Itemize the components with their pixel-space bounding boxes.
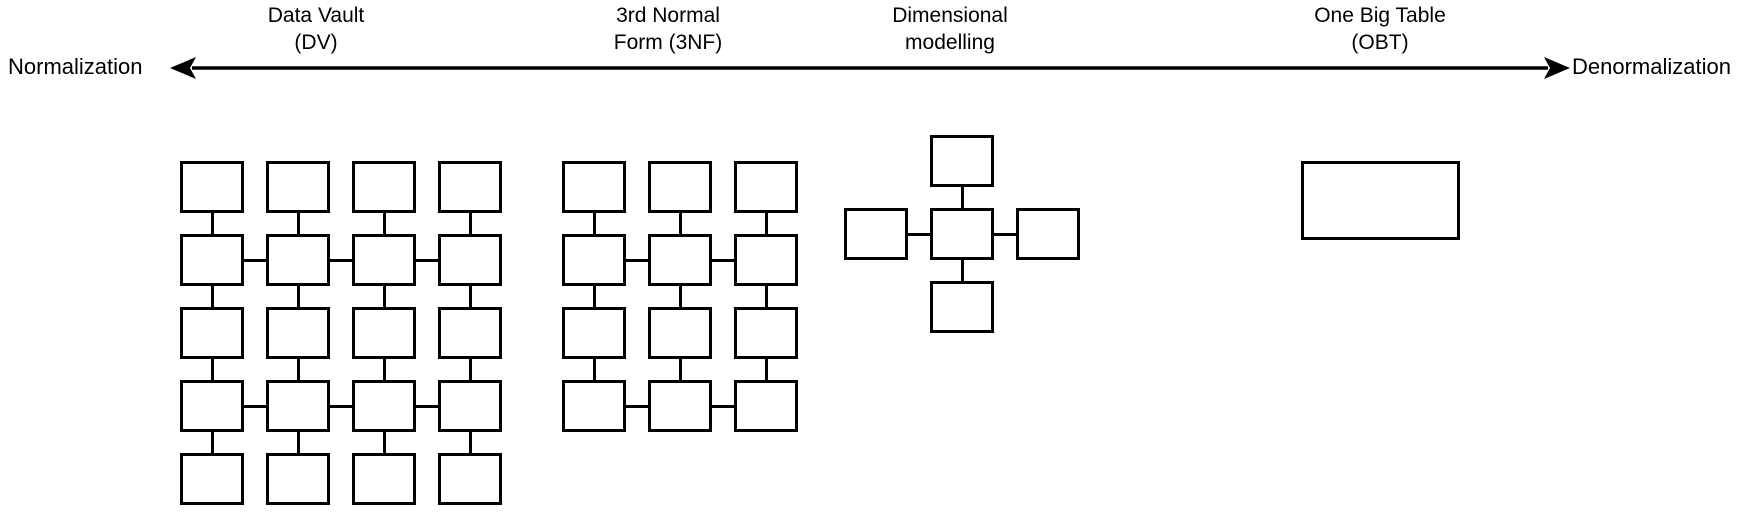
stage-label-data-vault-line2: (DV) xyxy=(294,31,338,54)
data-vault-connector-vertical-r3c4 xyxy=(468,359,472,380)
data-vault-node-r5c4 xyxy=(438,453,502,505)
third-normal-form-connector-vertical-r3c3 xyxy=(764,359,768,380)
data-vault-connector-vertical-r4c1 xyxy=(210,432,214,453)
third-normal-form-node-r1c3 xyxy=(734,161,798,213)
data-vault-node-r1c4 xyxy=(438,161,502,213)
stage-label-dimensional-modelling-line1: Dimensional xyxy=(892,4,1008,27)
third-normal-form-node-r1c2 xyxy=(648,161,712,213)
third-normal-form-node-r1c1 xyxy=(562,161,626,213)
third-normal-form-connector-horizontal-r4c2 xyxy=(712,404,734,408)
data-vault-connector-vertical-r3c1 xyxy=(210,359,214,380)
third-normal-form-node-r3c1 xyxy=(562,307,626,359)
data-vault-node-r5c1 xyxy=(180,453,244,505)
data-vault-connector-vertical-r2c1 xyxy=(210,286,214,307)
stage-label-third-normal-form-line1: 3rd Normal xyxy=(616,4,720,27)
dimensional-modelling-connector-vertical-top xyxy=(960,187,964,208)
data-vault-connector-vertical-r1c1 xyxy=(210,213,214,234)
third-normal-form-connector-vertical-r2c1 xyxy=(592,286,596,307)
data-vault-connector-vertical-r2c3 xyxy=(382,286,386,307)
third-normal-form-connector-vertical-r2c2 xyxy=(678,286,682,307)
data-vault-node-r1c3 xyxy=(352,161,416,213)
stage-label-third-normal-form: 3rd Normal Form (3NF) xyxy=(548,2,788,56)
third-normal-form-connector-vertical-r3c1 xyxy=(592,359,596,380)
data-vault-connector-horizontal-r4c1 xyxy=(244,404,266,408)
data-vault-node-r3c1 xyxy=(180,307,244,359)
data-vault-connector-horizontal-r2c1 xyxy=(244,258,266,262)
data-vault-connector-vertical-r1c4 xyxy=(468,213,472,234)
axis-label-normalization: Normalization xyxy=(8,54,143,79)
stage-label-one-big-table-line2: (OBT) xyxy=(1351,31,1409,54)
data-vault-node-r3c2 xyxy=(266,307,330,359)
dimensional-modelling-connector-horizontal-left xyxy=(908,232,930,236)
data-vault-connector-vertical-r4c4 xyxy=(468,432,472,453)
data-vault-node-r2c1 xyxy=(180,234,244,286)
data-vault-node-r2c2 xyxy=(266,234,330,286)
data-vault-connector-horizontal-r4c2 xyxy=(330,404,352,408)
third-normal-form-node-r3c2 xyxy=(648,307,712,359)
dimensional-modelling-node-dimension-right xyxy=(1016,208,1080,260)
dimensional-modelling-connector-horizontal-right xyxy=(994,232,1016,236)
data-vault-connector-vertical-r4c3 xyxy=(382,432,386,453)
data-vault-node-r4c2 xyxy=(266,380,330,432)
data-vault-node-r5c3 xyxy=(352,453,416,505)
data-vault-node-r3c4 xyxy=(438,307,502,359)
data-vault-node-r2c4 xyxy=(438,234,502,286)
third-normal-form-connector-horizontal-r2c2 xyxy=(712,258,734,262)
third-normal-form-connector-horizontal-r4c1 xyxy=(626,404,648,408)
stage-label-dimensional-modelling: Dimensional modelling xyxy=(830,2,1070,56)
stage-label-data-vault: Data Vault (DV) xyxy=(196,2,436,56)
data-vault-connector-vertical-r2c2 xyxy=(296,286,300,307)
third-normal-form-node-r2c3 xyxy=(734,234,798,286)
data-vault-connector-vertical-r3c2 xyxy=(296,359,300,380)
third-normal-form-node-r2c1 xyxy=(562,234,626,286)
data-vault-node-r2c3 xyxy=(352,234,416,286)
third-normal-form-connector-vertical-r1c2 xyxy=(678,213,682,234)
stage-label-data-vault-line1: Data Vault xyxy=(267,4,365,27)
normalization-axis-arrow-icon xyxy=(170,57,1570,79)
third-normal-form-connector-vertical-r2c3 xyxy=(764,286,768,307)
third-normal-form-connector-vertical-r1c1 xyxy=(592,213,596,234)
third-normal-form-connector-horizontal-r2c1 xyxy=(626,258,648,262)
dimensional-modelling-node-dimension-left xyxy=(844,208,908,260)
third-normal-form-node-r3c3 xyxy=(734,307,798,359)
stage-label-one-big-table: One Big Table (OBT) xyxy=(1260,2,1500,56)
data-vault-connector-horizontal-r2c3 xyxy=(416,258,438,262)
data-vault-node-r4c3 xyxy=(352,380,416,432)
third-normal-form-connector-vertical-r1c3 xyxy=(764,213,768,234)
data-vault-connector-vertical-r1c2 xyxy=(296,213,300,234)
third-normal-form-node-r2c2 xyxy=(648,234,712,286)
data-vault-connector-horizontal-r2c2 xyxy=(330,258,352,262)
dimensional-modelling-node-dimension-top xyxy=(930,135,994,187)
data-vault-connector-vertical-r4c2 xyxy=(296,432,300,453)
third-normal-form-node-r4c3 xyxy=(734,380,798,432)
data-vault-node-r5c2 xyxy=(266,453,330,505)
data-vault-connector-vertical-r3c3 xyxy=(382,359,386,380)
data-vault-node-r1c1 xyxy=(180,161,244,213)
stage-label-dimensional-modelling-line2: modelling xyxy=(905,31,995,54)
data-vault-connector-vertical-r2c4 xyxy=(468,286,472,307)
dimensional-modelling-connector-vertical-bottom xyxy=(960,260,964,281)
third-normal-form-node-r4c1 xyxy=(562,380,626,432)
data-vault-node-r1c2 xyxy=(266,161,330,213)
third-normal-form-connector-vertical-r3c2 xyxy=(678,359,682,380)
data-vault-node-r4c4 xyxy=(438,380,502,432)
one-big-table-node xyxy=(1301,161,1460,240)
data-vault-connector-horizontal-r4c3 xyxy=(416,404,438,408)
data-vault-node-r4c1 xyxy=(180,380,244,432)
data-vault-connector-vertical-r1c3 xyxy=(382,213,386,234)
axis-label-denormalization: Denormalization xyxy=(1572,54,1731,79)
dimensional-modelling-node-fact xyxy=(930,208,994,260)
third-normal-form-node-r4c2 xyxy=(648,380,712,432)
data-vault-node-r3c3 xyxy=(352,307,416,359)
dimensional-modelling-node-dimension-bottom xyxy=(930,281,994,333)
stage-label-third-normal-form-line2: Form (3NF) xyxy=(613,31,723,54)
stage-label-one-big-table-line1: One Big Table xyxy=(1314,4,1446,27)
